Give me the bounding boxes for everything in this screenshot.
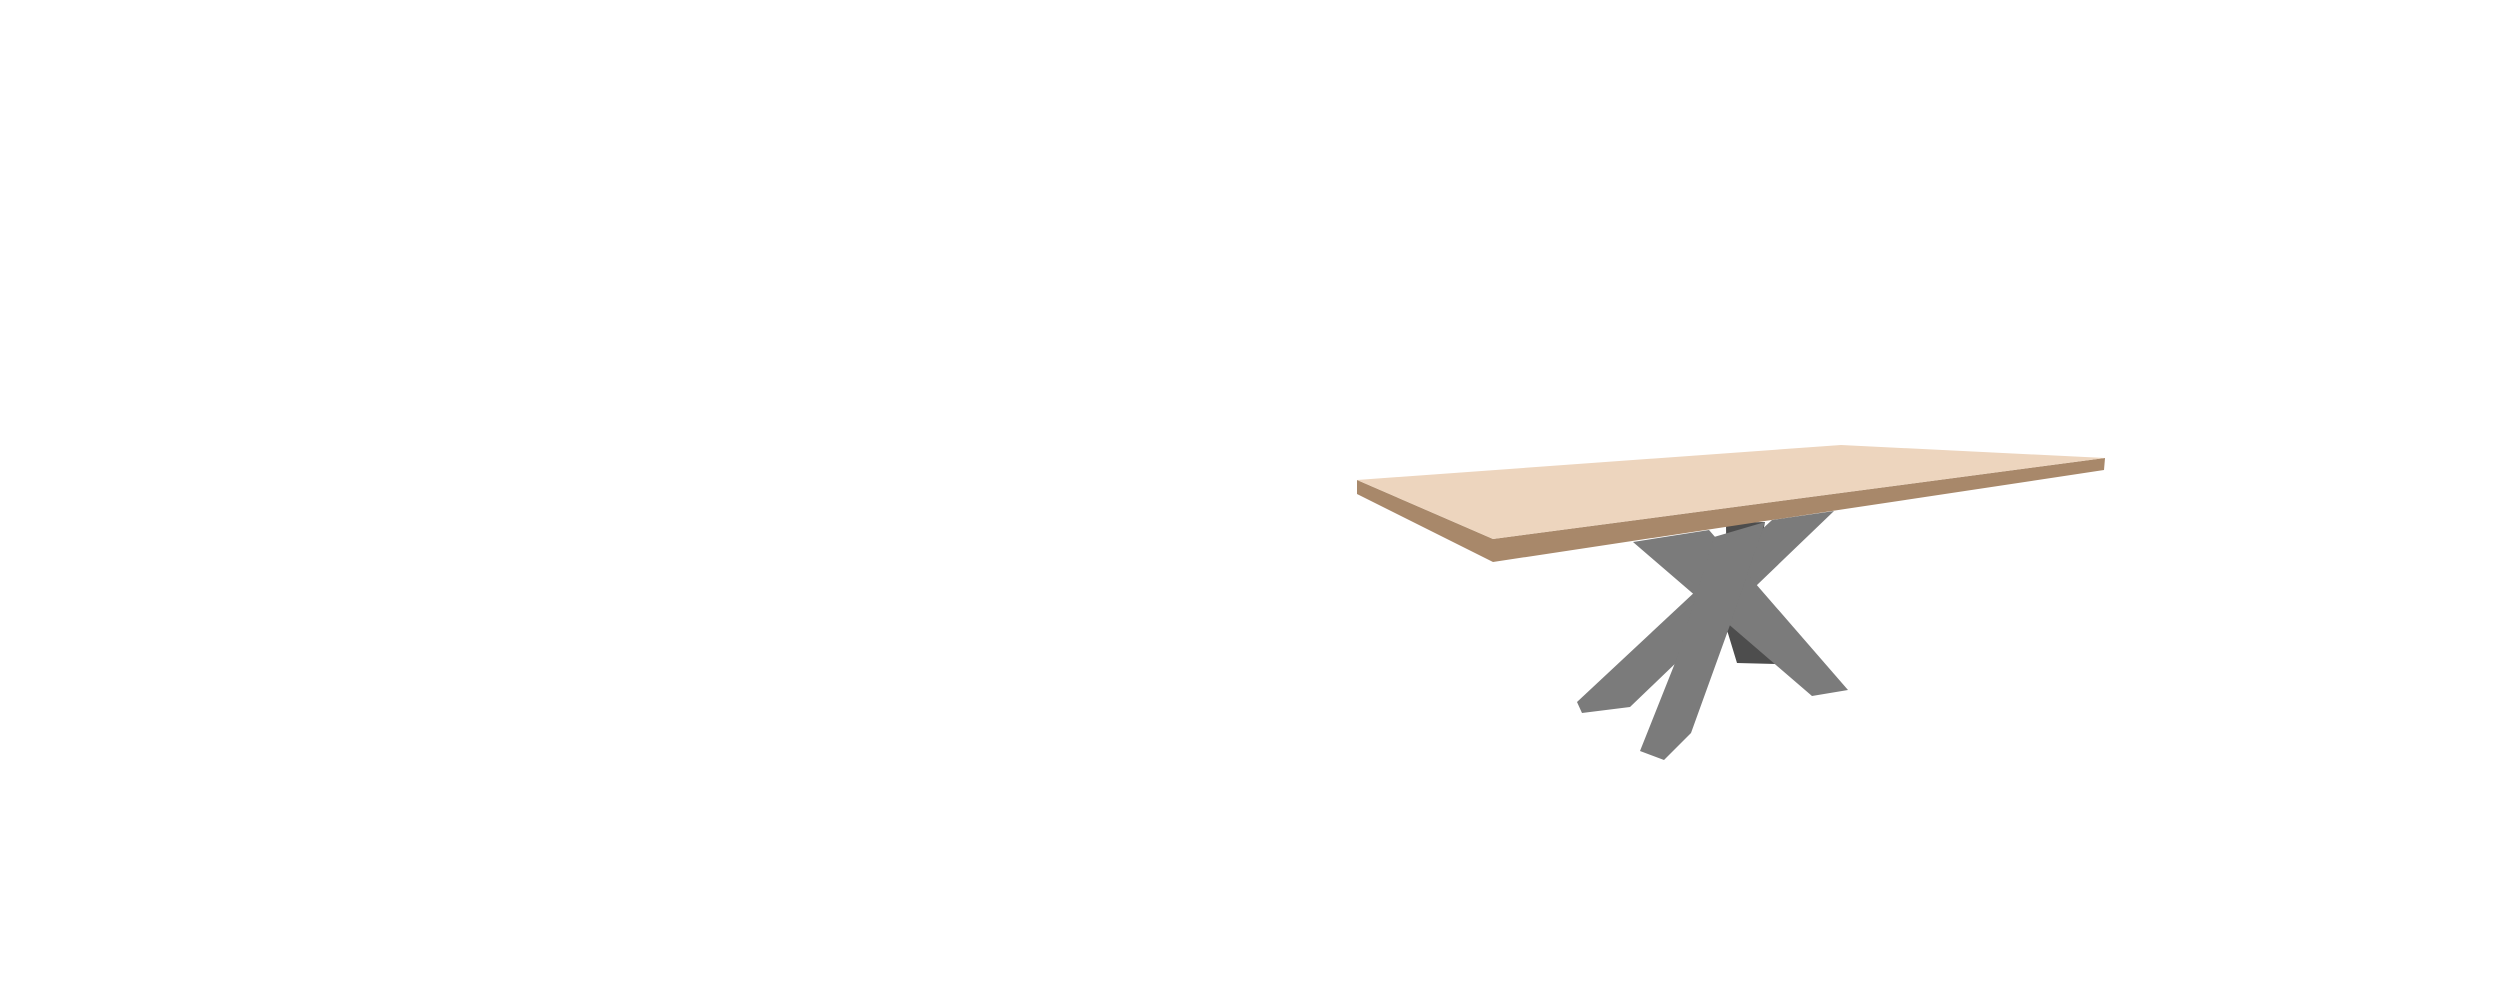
table-legs xyxy=(1577,511,1848,760)
table-leg-3 xyxy=(1640,522,1765,760)
table-leg-2 xyxy=(1633,530,1848,696)
tabletop-left-edge xyxy=(1357,480,1493,562)
tabletop xyxy=(1357,445,2105,562)
table-model[interactable] xyxy=(1357,445,2105,760)
tabletop-front-edge xyxy=(1493,458,2105,562)
tabletop-surface xyxy=(1357,445,2105,539)
